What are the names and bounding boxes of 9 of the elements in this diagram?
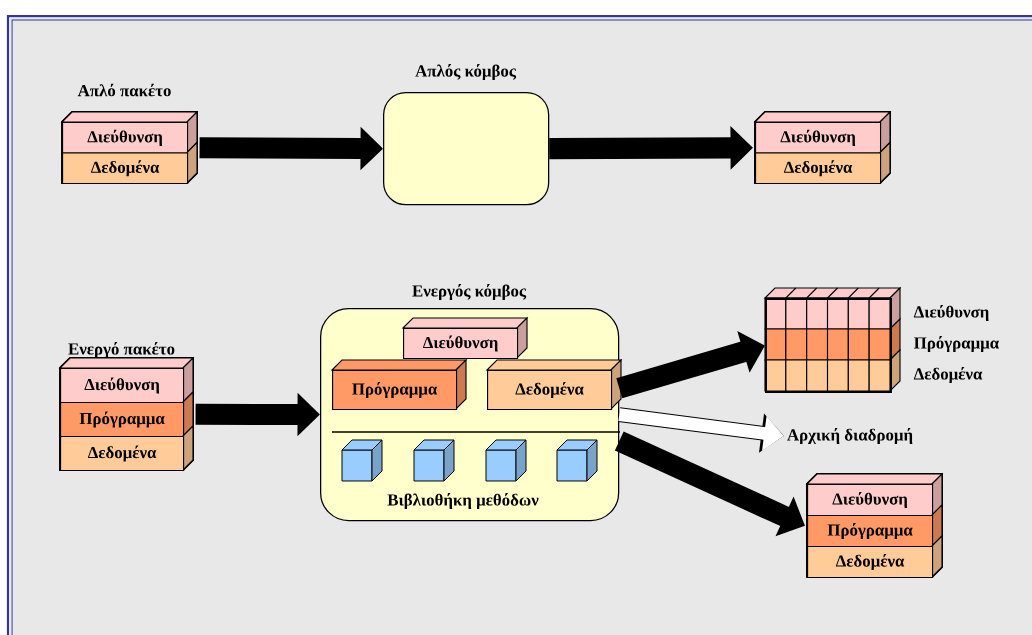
heading: Ενεργός κόμβος	[412, 283, 527, 301]
heading: Ενεργό πακέτο	[68, 341, 175, 359]
heading: Απλό πακέτο	[77, 83, 171, 97]
row-label: Δεδομένα	[913, 366, 983, 384]
row-label: Πρόγραμμα	[914, 335, 999, 353]
row-label: Διεύθυνση	[913, 304, 989, 322]
library-label: Βιβλιοθήκη μεθόδων	[387, 492, 539, 510]
route-label: Αρχική διαδρομή	[787, 427, 913, 445]
heading: Απλός κόμβος	[415, 63, 517, 81]
